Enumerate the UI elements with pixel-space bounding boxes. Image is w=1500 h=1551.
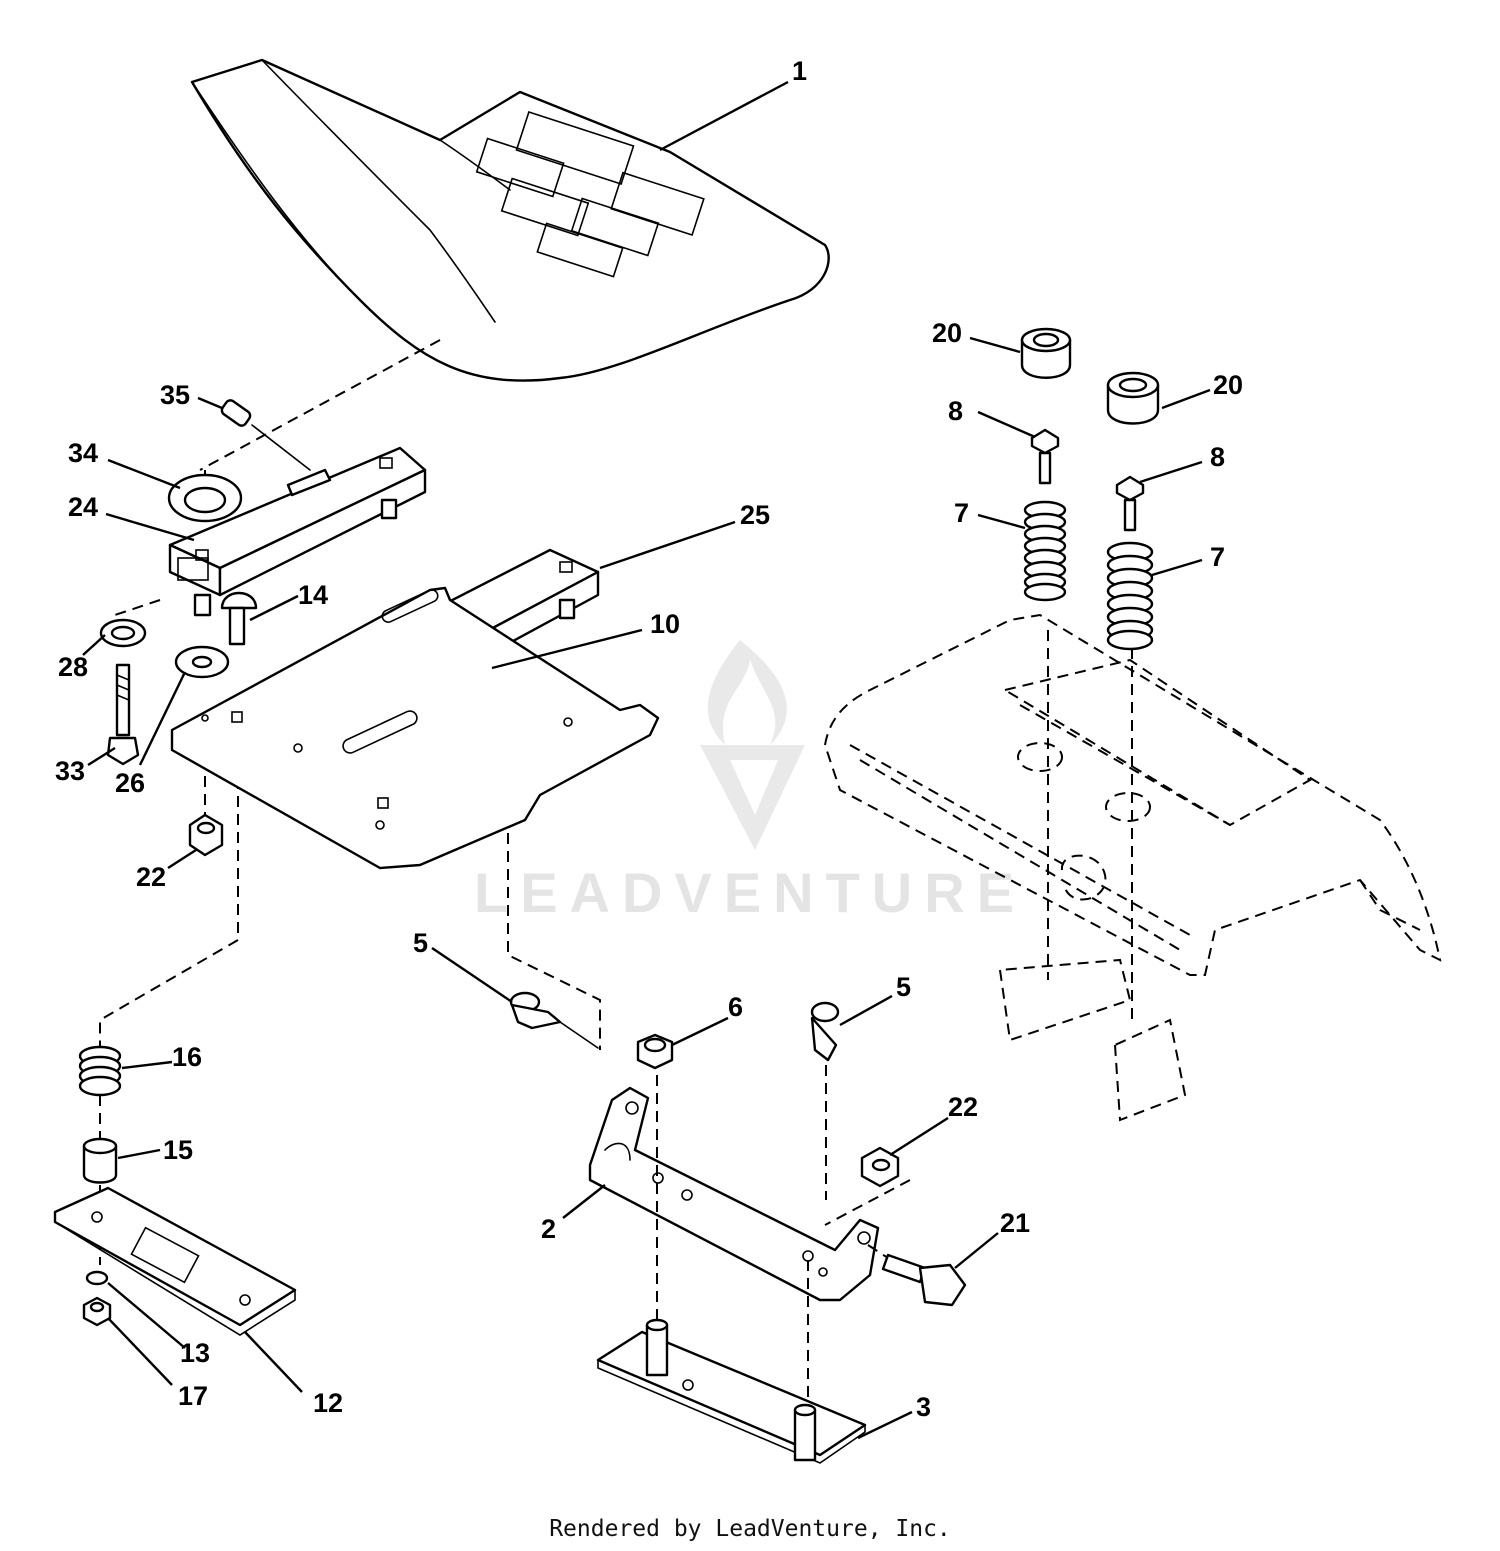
watermark-text: LEADVENTURE [474,861,1026,924]
assembly-line-22-right [824,1179,911,1226]
part-22-nut-left [188,813,224,857]
callout-13: 13 [180,1338,210,1368]
callout-33: 33 [55,756,85,786]
part-8-screw-left [1030,428,1060,485]
callout-6: 6 [728,992,743,1022]
callout-16: 16 [172,1042,202,1072]
part-20-bumper-right [1106,371,1160,425]
callout-1: 1 [792,56,807,86]
part-26-flat-washer [174,645,230,679]
callout-22: 22 [136,862,166,892]
callout-8: 8 [1210,442,1225,472]
callout-5: 5 [896,972,911,1002]
assembly-line-28 [114,599,161,616]
callout-22: 22 [948,1092,978,1122]
part-6-nut [636,1033,674,1070]
assembly-line-seat-to-rail [199,339,441,471]
callout-10: 10 [650,609,680,639]
part-5-clip-left [509,991,599,1049]
part-15-bushing [82,1137,118,1184]
part-22-nut-right [860,1146,900,1188]
part-21-shoulder-bolt [881,1253,967,1307]
callout-labels: 1 20 20 8 8 7 7 35 34 24 25 14 10 28 33 … [55,56,1243,1422]
callout-7: 7 [1210,542,1225,572]
part-17-nut [82,1296,112,1327]
callout-17: 17 [178,1381,208,1411]
part-12-plate [53,1186,297,1336]
assembly-line-21 [867,1244,889,1259]
callout-15: 15 [163,1135,193,1165]
callout-24: 24 [68,492,98,522]
callout-7: 7 [954,498,969,528]
part-14-carriage-bolt [220,591,258,646]
callout-leaders [82,80,1211,1440]
callout-2: 2 [541,1214,556,1244]
part-13-lock-washer [85,1270,109,1286]
callout-5: 5 [413,928,428,958]
part-7-spring-left [1023,500,1067,602]
footer-credit: Rendered by LeadVenture, Inc. [549,1516,951,1542]
callout-12: 12 [313,1388,343,1418]
assembly-line-pan-to-spring [99,760,239,1055]
part-24-slide-rail [168,446,427,617]
callout-20: 20 [1213,370,1243,400]
part-28-washer [99,618,147,648]
watermark-logo: LEADVENTURE [474,640,1026,924]
part-8-screw-right [1115,475,1145,532]
callout-20: 20 [932,318,962,348]
callout-35: 35 [160,380,190,410]
part-20-bumper-left [1020,327,1072,379]
part-2-bracket [588,1086,880,1302]
callout-14: 14 [298,580,328,610]
callout-34: 34 [68,438,98,468]
part-10-seat-pan [170,586,660,870]
fender-reference-dashed [823,613,1442,1122]
callout-28: 28 [58,652,88,682]
assembly-line-bracket-right [807,1065,827,1405]
callout-26: 26 [115,768,145,798]
part-3-stud-plate [596,1318,867,1464]
part-16-spring [78,1045,122,1097]
part-7-spring-right [1106,541,1154,651]
callout-21: 21 [1000,1208,1030,1238]
callout-3: 3 [916,1392,931,1422]
part-35-rod [220,399,311,471]
callout-8: 8 [948,396,963,426]
part-34-cup [167,473,243,523]
part-5-clip-right [810,1001,840,1062]
seat-part [190,58,830,382]
callout-25: 25 [740,500,770,530]
